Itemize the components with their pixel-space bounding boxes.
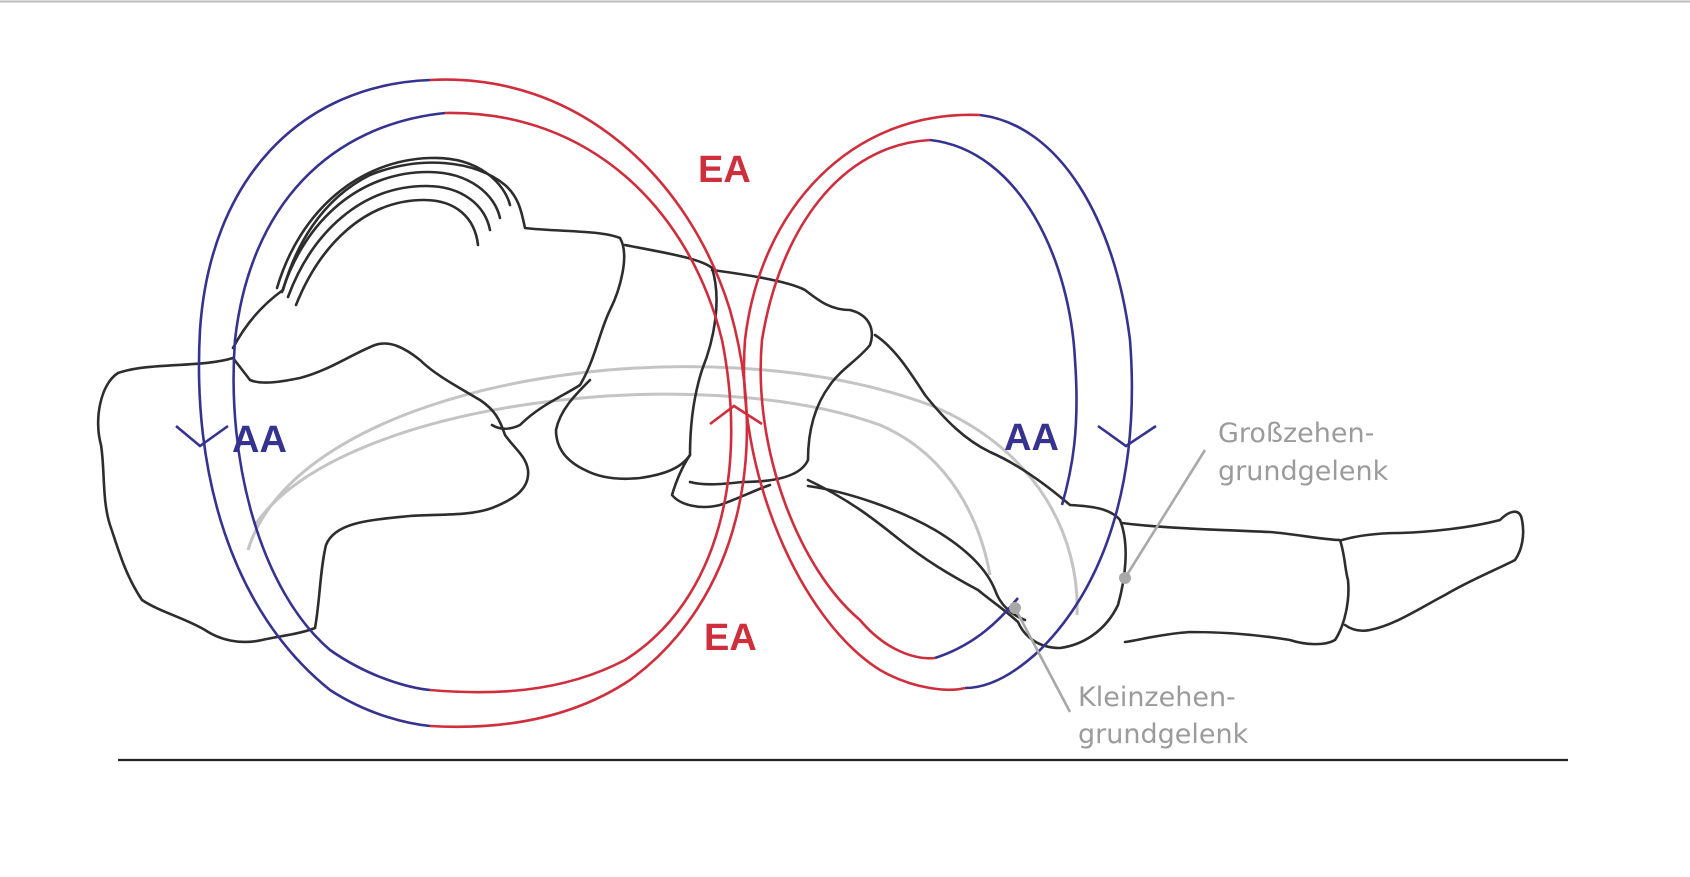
talus-dome-line-1 [275,156,512,290]
talus-bone [231,161,626,431]
cuboid-bone [670,453,772,509]
grosszehen-label-line2: grundgelenk [1218,456,1389,487]
grosszehen-leader-dot [1119,572,1131,584]
rearfoot-inner-blue-arc [232,111,446,692]
forefoot-rotation-circle [742,113,1134,691]
kleinzehen-label-line2: grundgelenk [1078,719,1249,750]
ea-top-label: EA [698,149,751,191]
arch-arc-inner [253,392,992,576]
talus-dome-line-2 [280,170,502,294]
kleinzehen-leader [1009,602,1072,713]
longitudinal-arch-arcs [246,365,1079,616]
calcaneus-bone [96,342,530,644]
aa-right-label: AA [1004,417,1059,459]
cuneiform-bone [688,268,874,486]
grosszehen-label-line1: Großzehen- [1218,418,1374,449]
ea-center-arrowhead [709,404,763,426]
proximal-phalanx-bone [1120,521,1350,646]
distal-phalanx-bone [1340,510,1525,633]
navicular-bone [554,243,718,481]
foot-skeleton [96,156,1525,650]
kleinzehen-leader-dot [1009,602,1021,614]
forefoot-outer-red-arc [742,113,981,691]
grosszehen-leader-line [1123,449,1207,579]
rearfoot-rotation-circle [197,78,749,729]
kleinzehen-leader-line [1013,607,1072,713]
talus-dome-line-3 [286,184,492,299]
grosszehen-leader [1119,449,1207,584]
rearfoot-outer-blue-arc [197,78,431,728]
rearfoot-outer-red-arc [429,78,749,729]
fifth-metatarsal-bone [806,484,1027,622]
rearfoot-inner-red-arc [429,111,733,694]
forefoot-inner-red-arc [759,138,936,660]
aa-left-arrowhead [175,424,229,448]
ea-bottom-label: EA [704,617,757,659]
forefoot-outer-blue-arc [964,113,1134,690]
first-metatarsal-bone [806,333,1127,650]
forefoot-inner-blue-arc [929,138,1078,506]
arch-arc-outer [246,365,1079,616]
aa-right-arrowhead [1097,424,1157,448]
kleinzehen-label-line1: Kleinzehen- [1078,682,1236,713]
talus-dome-line-4 [294,198,480,307]
aa-left-label: AA [232,419,287,461]
